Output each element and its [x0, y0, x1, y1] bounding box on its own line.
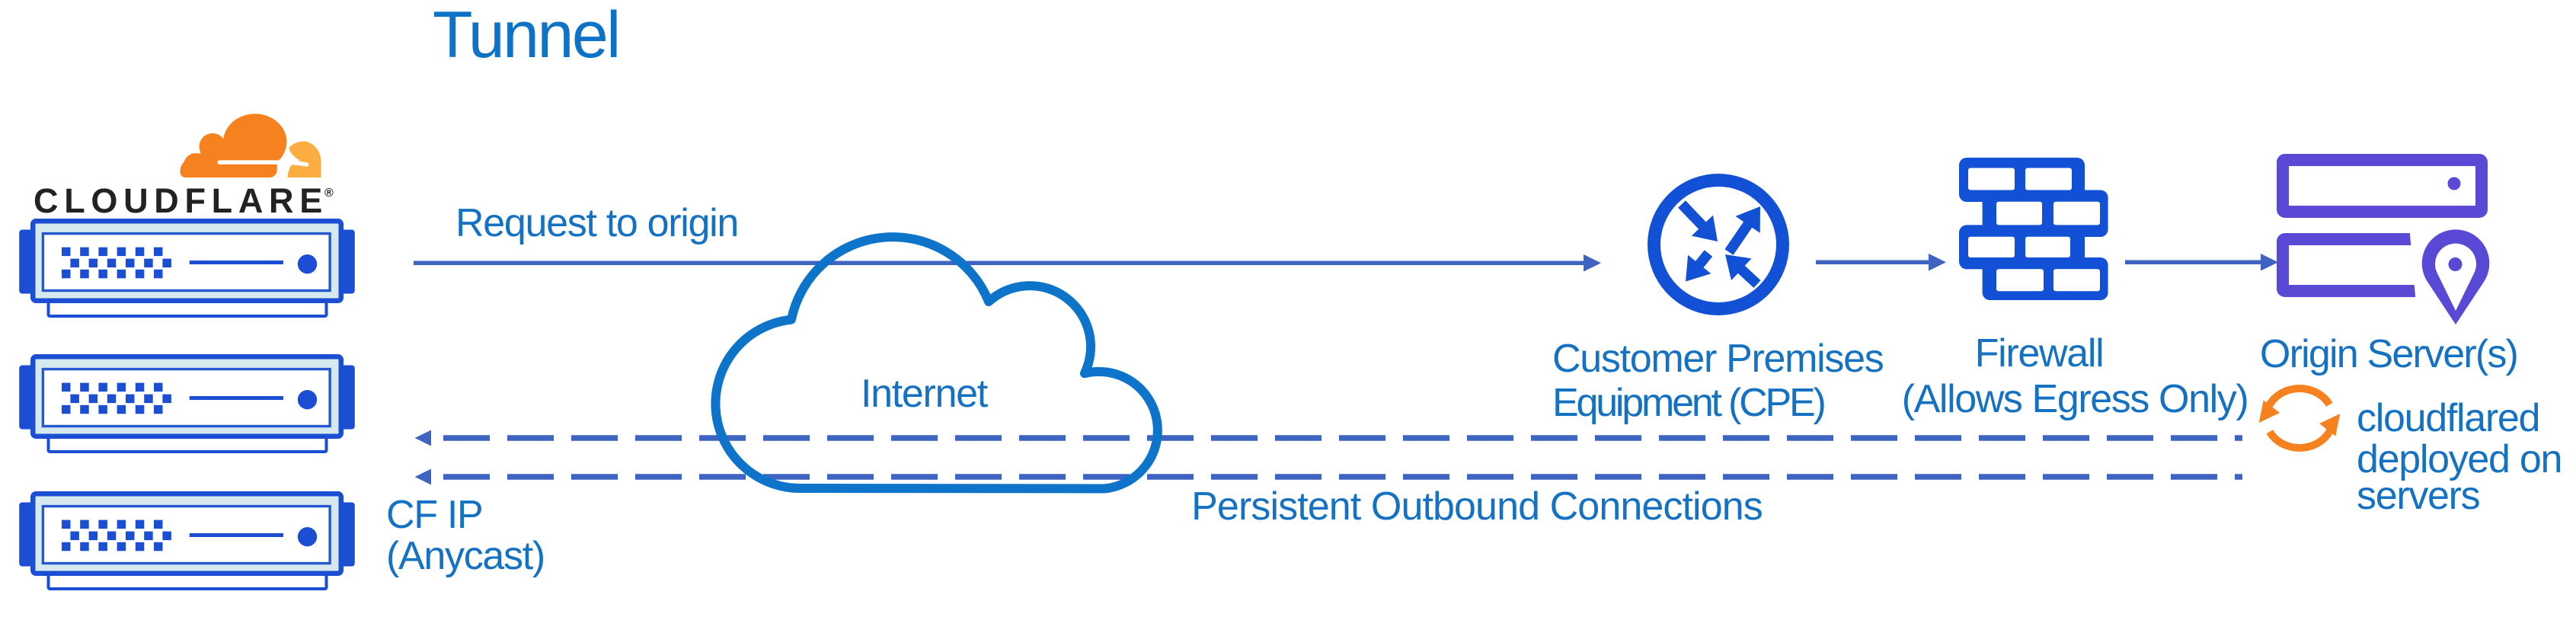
svg-text:(Allows Egress Only): (Allows Egress Only): [1902, 377, 2248, 421]
svg-text:CLOUDFLARE: CLOUDFLARE: [34, 181, 328, 220]
svg-text:Origin Server(s): Origin Server(s): [2260, 332, 2517, 376]
svg-text:Equipment (CPE): Equipment (CPE): [1552, 381, 1824, 425]
svg-text:Customer Premises: Customer Premises: [1552, 337, 1884, 381]
svg-text:Request to origin: Request to origin: [455, 201, 738, 245]
svg-text:Firewall: Firewall: [1975, 331, 2104, 376]
svg-text:Persistent Outbound Connection: Persistent Outbound Connections: [1191, 484, 1763, 529]
svg-text:CF IP: CF IP: [386, 493, 482, 537]
svg-text:servers: servers: [2357, 474, 2480, 518]
svg-text:(Anycast): (Anycast): [386, 534, 545, 578]
svg-text:Internet: Internet: [861, 372, 989, 416]
svg-text:®: ®: [324, 187, 334, 200]
svg-text:cloudflared: cloudflared: [2357, 396, 2539, 440]
svg-text:deployed on: deployed on: [2357, 437, 2562, 481]
svg-text:Tunnel: Tunnel: [433, 0, 619, 72]
